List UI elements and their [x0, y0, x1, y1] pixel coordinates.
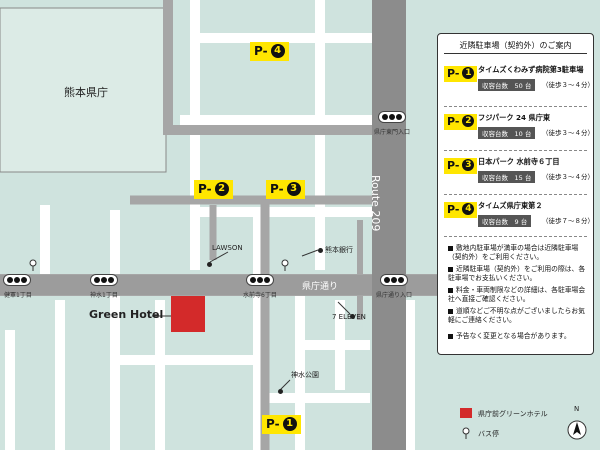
lot-name: 日本パーク 水前寺６丁目 [478, 157, 560, 166]
leader-lines [152, 249, 351, 391]
parking-guide-panel: 近隣駐車場（契約外）のご案内 P-1 タイムズくわみず病院第3駐車場 収容台数 … [437, 33, 594, 355]
lot-marker: P-3 [444, 158, 478, 174]
prefecture-office-label: 熊本県庁 [64, 86, 108, 99]
guide-note: 予告なく変更となる場合があります。 [448, 332, 588, 341]
traffic-signal-icon [246, 274, 274, 286]
bus-stop-icon [281, 259, 289, 271]
bus-legend-label: バス停 [478, 430, 499, 438]
lot-walk-time: （徒歩３～４分） [542, 173, 594, 181]
lot-name: タイムズ県庁東第２ [478, 201, 543, 210]
signal-label-wc: 神水1丁目 [90, 292, 118, 299]
park-label: 神水公園 [291, 371, 319, 379]
parking-marker-2: P-2 [194, 180, 233, 199]
hotel-label: Green Hotel [89, 308, 164, 321]
lot-walk-time: （徒歩３～４分） [542, 129, 594, 137]
route-209-road [372, 0, 406, 450]
lot-capacity: 収容台数 15 台 [478, 171, 536, 183]
hotel-legend-label: 県庁前グリーンホテル [478, 410, 548, 418]
parking-marker-3: P-3 [266, 180, 305, 199]
parking-lot-2: P-2 フジパーク 24 県庁東 収容台数 10 台 （徒歩３～４分） [444, 108, 594, 152]
parking-lot-3: P-3 日本パーク 水前寺６丁目 収容台数 15 台 （徒歩３～４分） [444, 152, 594, 196]
bus-stop-legend-icon [462, 427, 470, 439]
lot-name: タイムズくわみず病院第3駐車場 [478, 65, 584, 74]
lawson-dot [207, 262, 212, 267]
hotel-legend-swatch [460, 408, 472, 418]
parking-marker-1: P-1 [262, 415, 301, 434]
north-arrow-icon [567, 420, 587, 440]
seven-eleven-dot [350, 314, 355, 319]
lot-marker: P-2 [444, 114, 478, 130]
guide-note: 近隣駐車場（契約外）をご利用の際は、各駐車場でお支払いください。 [448, 265, 586, 282]
guide-title: 近隣駐車場（契約外）のご案内 [459, 41, 572, 50]
bank-dot [318, 248, 323, 253]
bus-stop-icon [29, 259, 37, 271]
signal-label-nw: 県庁東門入口 [374, 129, 411, 136]
signal-label-c: 水前寺6丁目 [243, 292, 277, 299]
parking-lot-4: P-4 タイムズ県庁東第２ 収容台数 9 台 （徒歩７～８分） [444, 196, 594, 240]
lot-walk-time: （徒歩７～８分） [542, 217, 594, 225]
prefecture-road-label: 県庁通り [302, 282, 339, 292]
park-dot [278, 389, 283, 394]
north-label: N [574, 405, 580, 413]
lot-marker: P-4 [444, 202, 478, 218]
lot-capacity: 収容台数 10 台 [478, 127, 536, 139]
parking-lot-1: P-1 タイムズくわみず病院第3駐車場 収容台数 50 台 （徒歩３～４分） [444, 60, 594, 104]
lawson-label: LAWSON [212, 244, 243, 252]
traffic-signal-icon [3, 274, 31, 286]
traffic-signal-icon [90, 274, 118, 286]
parking-marker-4: P-4 [250, 42, 289, 61]
bank-label: 熊本銀行 [325, 246, 353, 254]
hotel-building [171, 296, 205, 332]
seven-eleven-label: 7 ELEVEN [332, 313, 366, 321]
guide-note: 敷地内駐車場が満車の場合は近隣駐車場（契約外）をご利用ください。 [448, 244, 579, 261]
lot-walk-time: （徒歩３～４分） [542, 81, 594, 89]
guide-note: 道順などご不明な点がございましたらお気軽にご連絡ください。 [448, 307, 585, 324]
signal-label-w: 健軍1丁目 [4, 292, 32, 299]
lot-name: フジパーク 24 県庁東 [478, 113, 551, 122]
traffic-signal-icon [378, 111, 406, 123]
lot-marker: P-1 [444, 66, 478, 82]
route-209-label: Route 209 [369, 175, 382, 232]
lot-capacity: 収容台数 50 台 [478, 79, 536, 91]
prefecture-office-block [0, 7, 167, 173]
lot-capacity: 収容台数 9 台 [478, 215, 532, 227]
traffic-signal-icon [380, 274, 408, 286]
signal-label-e: 県庁通り入口 [376, 292, 413, 299]
guide-note: 料金・車両制限などの詳細は、各駐車場会社へ直接ご確認ください。 [448, 286, 586, 303]
